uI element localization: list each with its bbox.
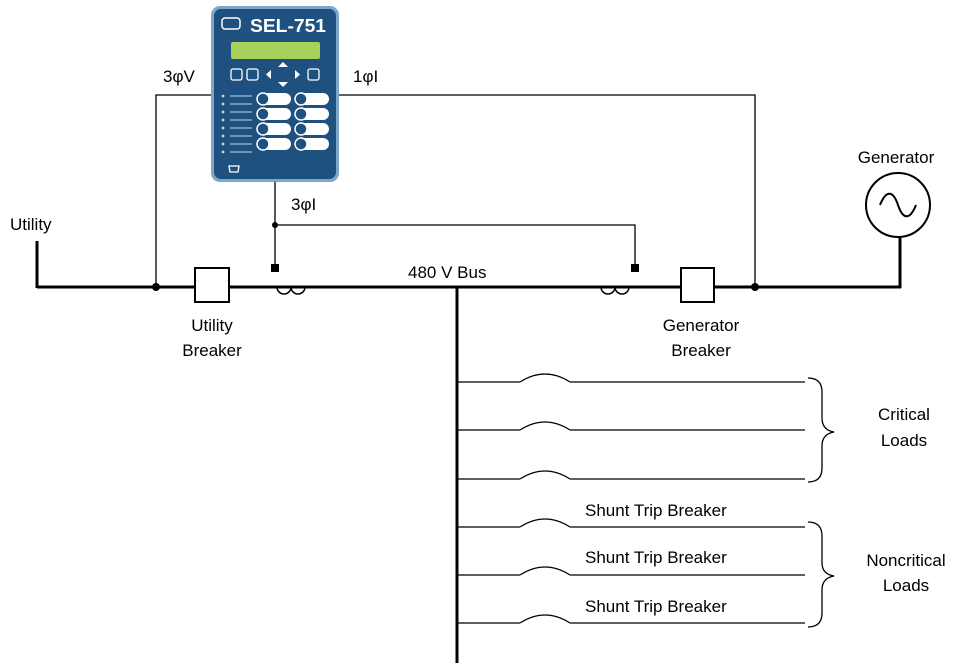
up-arrow-icon (278, 62, 288, 67)
relay-logo-icon (221, 17, 241, 30)
breaker-arc (519, 614, 571, 624)
generator-label: Generator (858, 148, 935, 167)
relay-navigation-keys (230, 62, 320, 87)
pushbutton-8 (294, 137, 308, 151)
led-dot (221, 150, 225, 154)
single-phase-current-label: 1φI (353, 67, 378, 86)
ct-terminal-left (271, 264, 279, 272)
breaker-arc (519, 373, 571, 383)
usb-port-icon (228, 165, 240, 173)
generator: Generator (858, 148, 935, 288)
enter-key (246, 68, 259, 81)
main-bus: 480 V Bus (37, 263, 901, 289)
breaker-arc (519, 470, 571, 480)
relay-lcd-display (231, 42, 320, 59)
relay-front-panel: SEL-751 (211, 6, 339, 182)
voltage-label: 3φV (163, 67, 195, 86)
shunt-trip-label: Shunt Trip Breaker (585, 597, 727, 616)
pushbutton-7 (256, 137, 270, 151)
right-arrow-icon (295, 70, 300, 79)
current-transformer-left (276, 286, 306, 295)
led-dot (221, 110, 225, 114)
generator-breaker: Generator Breaker (663, 267, 740, 360)
led-dot (221, 94, 225, 98)
pushbutton-3 (256, 107, 270, 121)
critical-loads-label-2: Loads (881, 431, 927, 450)
shunt-feeder-2: Shunt Trip Breaker (457, 548, 805, 576)
ct-terminal-right (631, 264, 639, 272)
utility-breaker: Utility Breaker (182, 267, 242, 360)
generator-breaker-label-1: Generator (663, 316, 740, 335)
critical-loads-label-1: Critical (878, 405, 930, 424)
generator-breaker-symbol (680, 267, 715, 303)
utility-source: Utility (10, 215, 52, 288)
relay-wiring: 3φV 1φI 3φI (152, 67, 759, 295)
critical-feeder-1 (457, 373, 805, 383)
critical-feeder-3 (457, 470, 805, 480)
pushbutton-6 (294, 122, 308, 136)
relay-pushbuttons (256, 92, 329, 151)
voltage-tap-dot (152, 283, 160, 291)
esc-key (230, 68, 243, 81)
led-dot (221, 102, 225, 106)
breaker-arc (519, 566, 571, 576)
led-dot (221, 134, 225, 138)
function-key (307, 68, 320, 81)
current-transformer-right (600, 286, 630, 295)
led-dot (221, 118, 225, 122)
bus-label: 480 V Bus (408, 263, 486, 282)
critical-feeder-2 (457, 421, 805, 431)
noncritical-brace (807, 521, 835, 628)
three-phase-current-wire (275, 224, 636, 268)
relay-model-label: SEL-751 (250, 16, 326, 36)
noncritical-loads-label-2: Loads (883, 576, 929, 595)
noncritical-loads-label-1: Noncritical (866, 551, 945, 570)
shunt-feeder-3: Shunt Trip Breaker (457, 597, 805, 624)
relay-led-column (221, 94, 252, 154)
left-arrow-icon (266, 70, 271, 79)
led-dot (221, 142, 225, 146)
critical-brace (807, 377, 835, 483)
sine-wave-icon (879, 192, 917, 218)
breaker-arc (519, 421, 571, 431)
down-arrow-icon (278, 82, 288, 87)
generator-breaker-label-2: Breaker (671, 341, 731, 360)
critical-feeders: Critical Loads (457, 373, 930, 483)
pushbutton-5 (256, 122, 270, 136)
generator-tap-dot (751, 283, 759, 291)
utility-breaker-symbol (194, 267, 230, 303)
three-phase-current-label: 3φI (291, 195, 316, 214)
breaker-arc (519, 518, 571, 528)
shunt-trip-label: Shunt Trip Breaker (585, 501, 727, 520)
shunt-feeder-1: Shunt Trip Breaker (457, 501, 805, 528)
pushbutton-2 (294, 92, 308, 106)
ct-junction-dot (272, 222, 278, 228)
shunt-trip-label: Shunt Trip Breaker (585, 548, 727, 567)
pushbutton-1 (256, 92, 270, 106)
voltage-wire (155, 94, 215, 287)
led-dot (221, 126, 225, 130)
noncritical-feeders: Shunt Trip Breaker Shunt Trip Breaker Sh… (457, 501, 946, 628)
pushbutton-4 (294, 107, 308, 121)
utility-breaker-label-2: Breaker (182, 341, 242, 360)
utility-label: Utility (10, 215, 52, 234)
utility-breaker-label-1: Utility (191, 316, 233, 335)
single-phase-current-wire (336, 94, 756, 287)
